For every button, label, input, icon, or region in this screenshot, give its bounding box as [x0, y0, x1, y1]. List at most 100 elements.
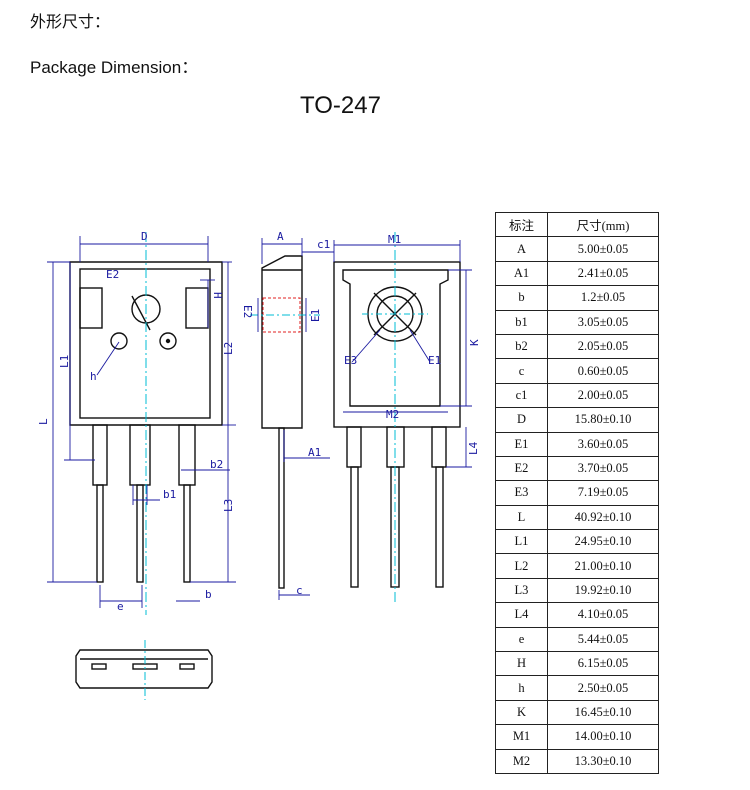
cell-size: 21.00±0.10	[547, 553, 659, 579]
bottom-view	[75, 649, 213, 689]
cell-symbol: A	[495, 236, 548, 262]
cell-size: 5.00±0.05	[547, 236, 659, 262]
cell-symbol: L2	[495, 553, 548, 579]
table-header-row: 标注 尺寸(mm)	[495, 211, 659, 238]
back-dimension-labels: M1 K E3 E1 M2 L4	[344, 233, 481, 455]
cell-symbol: E1	[495, 431, 548, 457]
cell-size: 3.60±0.05	[547, 431, 659, 457]
cell-size: 4.10±0.05	[547, 602, 659, 628]
cell-symbol: b2	[495, 333, 548, 360]
cell-size: 40.92±0.10	[547, 504, 659, 531]
front-dimensions	[47, 236, 236, 608]
label-L1: L1	[58, 355, 71, 368]
label-A: A	[277, 230, 284, 243]
label-E2-front: E2	[106, 268, 119, 281]
label-L: L	[37, 418, 50, 425]
label-E2-side: E2	[241, 305, 254, 318]
cell-symbol: h	[495, 675, 548, 701]
cell-size: 3.05±0.05	[547, 309, 659, 335]
cell-size: 2.05±0.05	[547, 333, 659, 360]
cell-size: 16.45±0.10	[547, 699, 659, 726]
back-view	[333, 261, 461, 588]
cell-symbol: L1	[495, 529, 548, 555]
cell-symbol: A1	[495, 260, 548, 287]
side-view	[261, 255, 303, 589]
cell-symbol: D	[495, 407, 548, 433]
cell-size: 15.80±0.10	[547, 407, 659, 433]
cell-symbol: K	[495, 699, 548, 726]
label-h: h	[90, 370, 97, 383]
cell-symbol: M2	[495, 748, 548, 774]
cell-symbol: L3	[495, 577, 548, 604]
header-symbol: 标注	[495, 211, 548, 238]
label-b2: b2	[210, 458, 223, 471]
cell-size: 2.41±0.05	[547, 260, 659, 287]
label-E1-side: E1	[309, 309, 322, 322]
label-c1: c1	[317, 238, 330, 251]
cell-symbol: E3	[495, 480, 548, 506]
cell-size: 0.60±0.05	[547, 358, 659, 384]
back-dimensions	[333, 240, 472, 468]
cell-symbol: E2	[495, 455, 548, 482]
cell-size: 6.15±0.05	[547, 651, 659, 677]
cell-symbol: L	[495, 504, 548, 531]
label-M2: M2	[386, 408, 399, 421]
label-E3: E3	[344, 354, 357, 367]
chinese-title: 外形尺寸：	[30, 12, 111, 31]
label-K: K	[468, 339, 481, 346]
label-M1: M1	[388, 233, 401, 246]
label-L4: L4	[467, 441, 480, 455]
label-E1-back: E1	[428, 354, 441, 367]
label-D: D	[141, 230, 148, 243]
label-A1: A1	[308, 446, 321, 459]
label-L3: L3	[222, 499, 235, 512]
cell-symbol: H	[495, 651, 548, 677]
label-L2: L2	[222, 342, 235, 355]
cell-symbol: c	[495, 358, 548, 384]
cell-size: 2.50±0.05	[547, 675, 659, 701]
cell-size: 19.92±0.10	[547, 577, 659, 604]
cell-symbol: M1	[495, 724, 548, 750]
cell-size: 2.00±0.05	[547, 382, 659, 409]
cell-symbol: b1	[495, 309, 548, 335]
label-H: H	[211, 292, 224, 299]
cell-size: 1.2±0.05	[547, 285, 659, 311]
label-b1: b1	[163, 488, 176, 501]
cell-size: 24.95±0.10	[547, 529, 659, 555]
cell-symbol: L4	[495, 602, 548, 628]
cell-symbol: b	[495, 285, 548, 311]
cell-size: 13.30±0.10	[547, 748, 659, 774]
header-size: 尺寸(mm)	[547, 211, 659, 238]
cell-size: 3.70±0.05	[547, 455, 659, 482]
label-e: e	[117, 600, 124, 613]
label-c: c	[296, 584, 303, 597]
package-dimension-title: Package Dimension：	[30, 58, 199, 77]
cell-size: 14.00±0.10	[547, 724, 659, 750]
cell-symbol: c1	[495, 382, 548, 409]
label-b: b	[205, 588, 212, 601]
